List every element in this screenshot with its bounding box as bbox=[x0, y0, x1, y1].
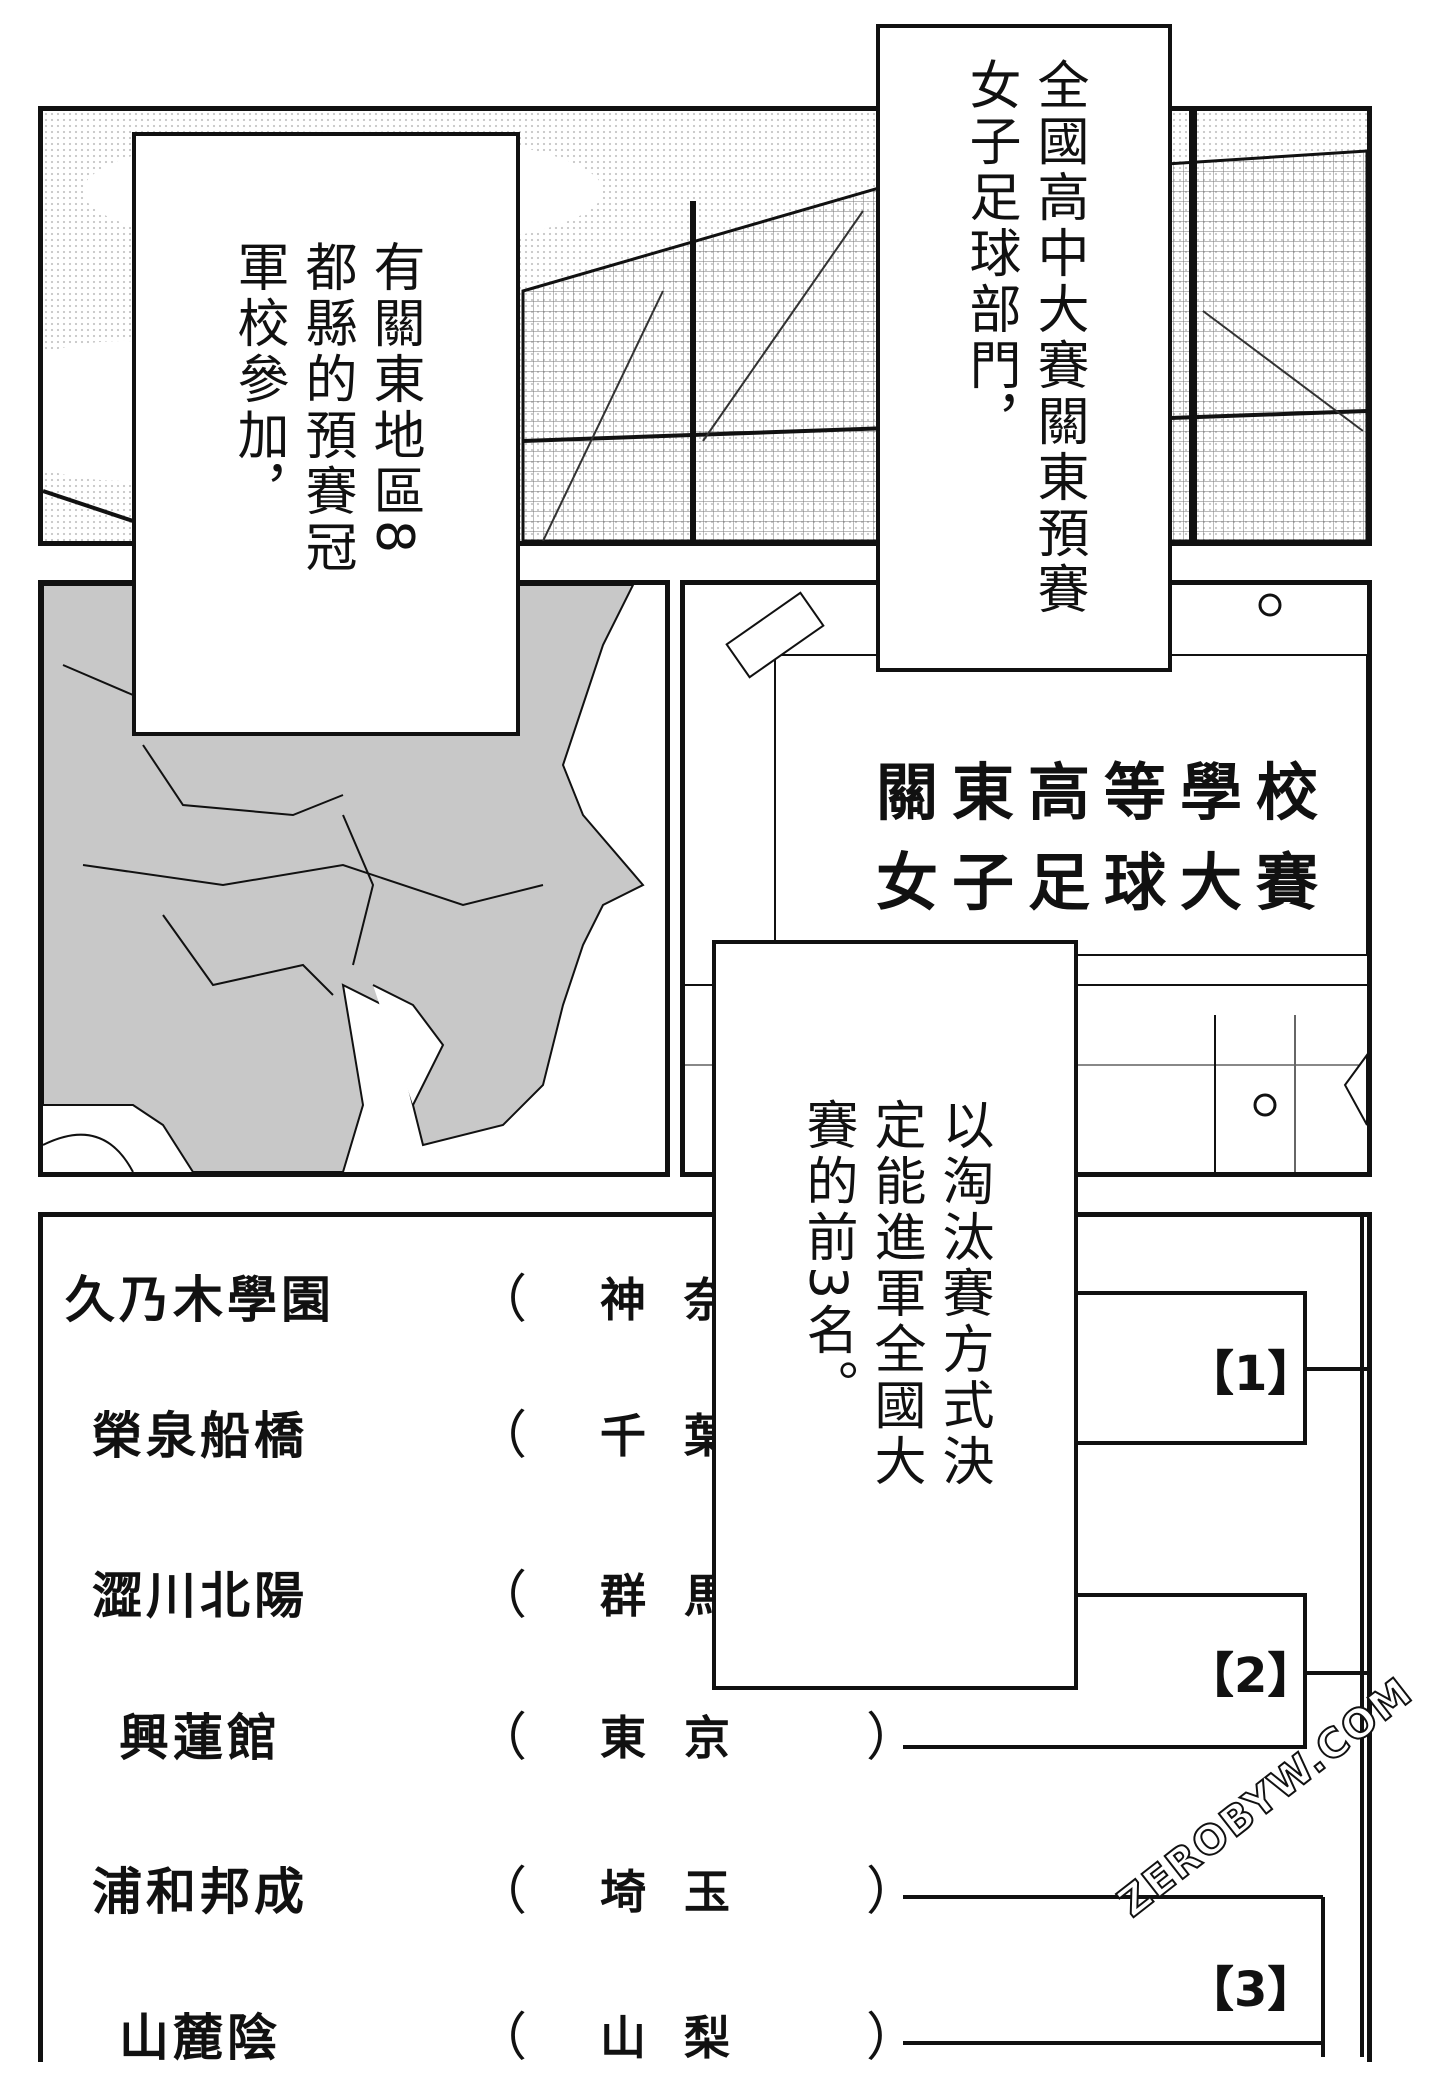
team-name: 久乃木學園 bbox=[65, 1271, 335, 1329]
paren-open: （ bbox=[475, 1270, 528, 1330]
narration-box-left: 有關東地區8 都縣的預賽冠 軍校參加， bbox=[132, 132, 520, 736]
team-row: 興蓮館 （ 東京 ） bbox=[40, 1688, 920, 1788]
paren-open: （ bbox=[475, 1406, 528, 1466]
bracket-label-3: 【3】 bbox=[1186, 1962, 1316, 2018]
team-row: 澀川北陽 （ 群馬 bbox=[40, 1546, 920, 1646]
panel-tournament-bracket bbox=[38, 1212, 1372, 2062]
bracket-label-1: 【1】 bbox=[1186, 1346, 1316, 1402]
team-prefecture: 山梨 bbox=[600, 2011, 768, 2065]
team-prefecture: 東京 bbox=[600, 1711, 768, 1765]
narration-box-top: 全國高中大賽關東預賽 女子足球部門， bbox=[876, 24, 1172, 672]
team-prefecture: 群馬 bbox=[600, 1569, 768, 1623]
narration-line: 軍校參加， bbox=[228, 240, 288, 520]
sign-title-line-2: 女子足球大賽 bbox=[876, 846, 1333, 919]
narration-line: 全國高中大賽關東預賽 bbox=[1028, 58, 1088, 618]
narration-box-middle: 以淘汰賽方式決 定能進軍全國大 賽的前3名。 bbox=[712, 940, 1078, 1690]
paren-close: ） bbox=[866, 1708, 919, 1768]
team-prefecture: 埼玉 bbox=[600, 1865, 768, 1919]
narration-line: 賽的前3名。 bbox=[797, 1098, 857, 1416]
narration-line: 有關東地區8 bbox=[364, 240, 424, 558]
team-prefecture: 神奈 bbox=[600, 1273, 768, 1327]
team-row: 山麓陰 （ 山梨 ） bbox=[40, 1988, 920, 2088]
narration-line: 以淘汰賽方式決 bbox=[933, 1098, 993, 1490]
narration-line: 定能進軍全國大 bbox=[865, 1098, 925, 1490]
team-name: 榮泉船橋 bbox=[92, 1407, 308, 1465]
narration-line: 都縣的預賽冠 bbox=[296, 240, 356, 576]
paren-open: （ bbox=[475, 2008, 528, 2068]
paren-open: （ bbox=[475, 1566, 528, 1626]
team-name: 山麓陰 bbox=[119, 2009, 281, 2067]
team-prefecture: 千葉 bbox=[600, 1409, 768, 1463]
team-row: 久乃木學園 （ 神奈 bbox=[40, 1250, 920, 1350]
team-name: 興蓮館 bbox=[119, 1709, 281, 1767]
paren-open: （ bbox=[475, 1708, 528, 1768]
paren-close: ） bbox=[866, 1862, 919, 1922]
sign-title-line-1: 關東高等學校 bbox=[876, 756, 1333, 829]
team-name: 澀川北陽 bbox=[92, 1567, 308, 1625]
paren-open: （ bbox=[475, 1862, 528, 1922]
paren-close: ） bbox=[866, 2008, 919, 2068]
team-name: 浦和邦成 bbox=[92, 1863, 308, 1921]
team-row: 浦和邦成 （ 埼玉 ） bbox=[40, 1842, 920, 1942]
narration-line: 女子足球部門， bbox=[960, 58, 1020, 450]
team-row: 榮泉船橋 （ 千葉 bbox=[40, 1386, 920, 1486]
bracket-label-2: 【2】 bbox=[1186, 1648, 1316, 1704]
